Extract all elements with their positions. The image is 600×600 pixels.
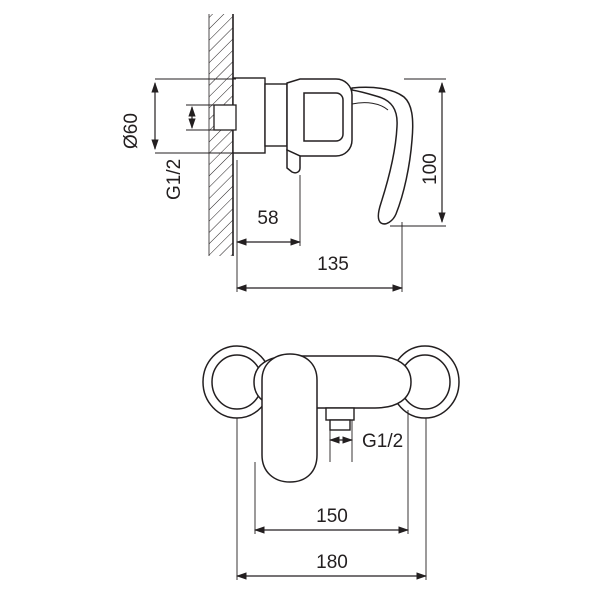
dimension-label-diameter-60: Ø60	[121, 113, 142, 149]
dimension-depth-135: 135	[235, 222, 404, 292]
escutcheon-right	[390, 345, 460, 419]
dimension-width-150: 150	[253, 410, 410, 534]
dimension-label-depth-58: 58	[257, 208, 278, 229]
dimension-label-width-150: 150	[316, 506, 348, 527]
dimension-height-100: 100	[390, 78, 446, 227]
front-elevation-view: G1/2 150 180	[202, 345, 460, 580]
wall-hatching	[208, 14, 234, 256]
dimension-label-thread-front: G1/2	[362, 431, 403, 452]
inlet-nipple-side	[213, 104, 237, 131]
escutcheon-left	[202, 345, 272, 419]
outlet-connector-front	[325, 407, 355, 431]
lever-handle-front	[261, 353, 318, 483]
dimension-width-180: 180	[235, 418, 428, 580]
dimension-label-thread-top: G1/2	[164, 159, 185, 200]
side-elevation-view: Ø60 G1/2 100 58	[121, 14, 446, 292]
dimension-thread-top: G1/2	[164, 104, 216, 200]
lever-handle-side	[351, 86, 414, 225]
dimension-label-depth-135: 135	[317, 254, 349, 275]
dimension-label-width-180: 180	[316, 552, 348, 573]
wall-flange-side	[232, 77, 288, 154]
dimension-thread-front: G1/2	[328, 420, 403, 462]
dimension-label-height-100: 100	[420, 153, 441, 185]
dimension-depth-58: 58	[235, 160, 302, 246]
dimension-diameter-60: Ø60	[121, 78, 236, 154]
mixer-body-side	[286, 78, 353, 174]
